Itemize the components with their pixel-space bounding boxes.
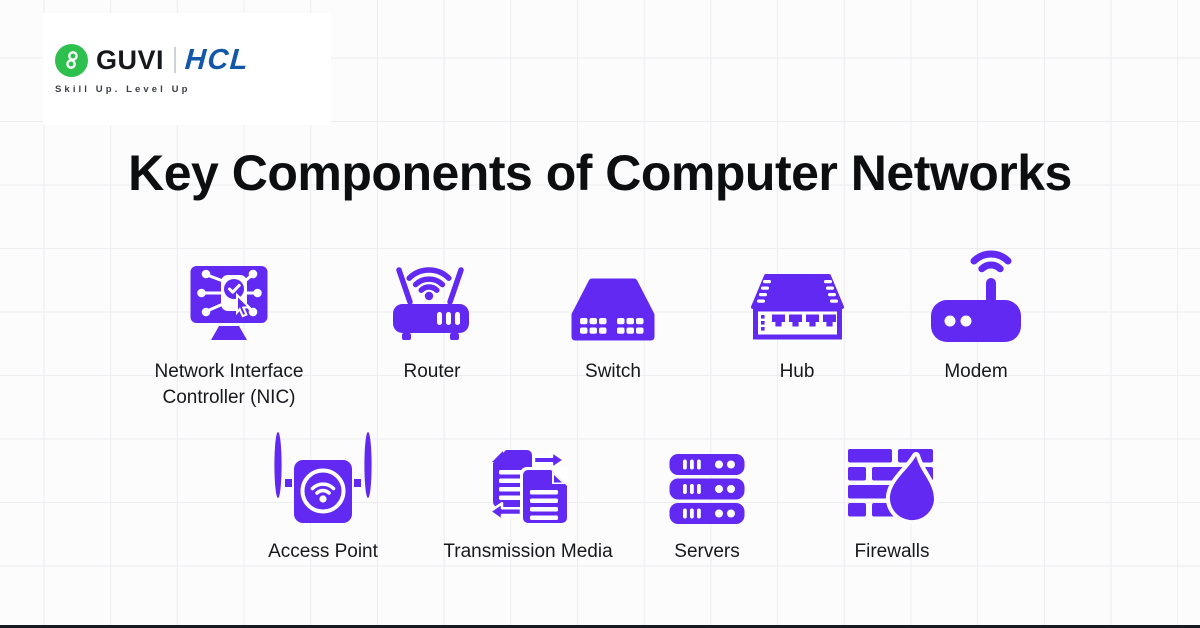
bottom-edge-bar [0,625,1200,628]
router-icon [389,240,475,344]
component-label: Network Interface Controller (NIC) [154,361,304,408]
component-label: Hub [779,361,815,382]
component-label: Modem [944,361,1008,382]
hub-icon [749,240,846,344]
transmission-media-icon [488,424,568,524]
guvi-logo-icon [55,43,88,77]
logo-row: GUVI HCL [55,43,331,77]
modem-icon [929,240,1023,344]
logo-divider [174,47,177,73]
page-title: Key Components of Computer Networks [128,145,1072,201]
component-cell-servers: Servers [601,424,813,565]
component-label: Servers [674,541,740,562]
component-cell-modem: Modem [870,240,1082,385]
brand-tagline: Skill Up. Level Up [55,83,191,95]
hcl-wordmark: HCL [183,43,251,76]
nic-monitor-icon [190,240,268,344]
access-point-icon [274,424,372,524]
component-label: Transmission Media [443,541,613,562]
firewalls-icon [846,424,938,524]
component-cell-firewalls: Firewalls [786,424,998,565]
switch-icon [568,240,658,344]
component-label: Access Point [268,541,378,562]
brand-header: GUVI HCL Skill Up. Level Up [43,13,331,125]
guvi-wordmark: GUVI [96,44,165,75]
servers-icon [669,424,745,524]
component-label: Switch [585,361,641,382]
component-label: Router [403,361,461,382]
component-cell-transmission-media: Transmission Media [422,424,634,565]
component-cell-switch: Switch [507,240,719,385]
component-cell-access-point: Access Point [217,424,429,565]
component-cell-router: Router [326,240,538,385]
component-label: Firewalls [854,541,930,562]
component-cell-nic: Network Interface Controller (NIC) [123,240,335,411]
component-cell-hub: Hub [691,240,903,385]
